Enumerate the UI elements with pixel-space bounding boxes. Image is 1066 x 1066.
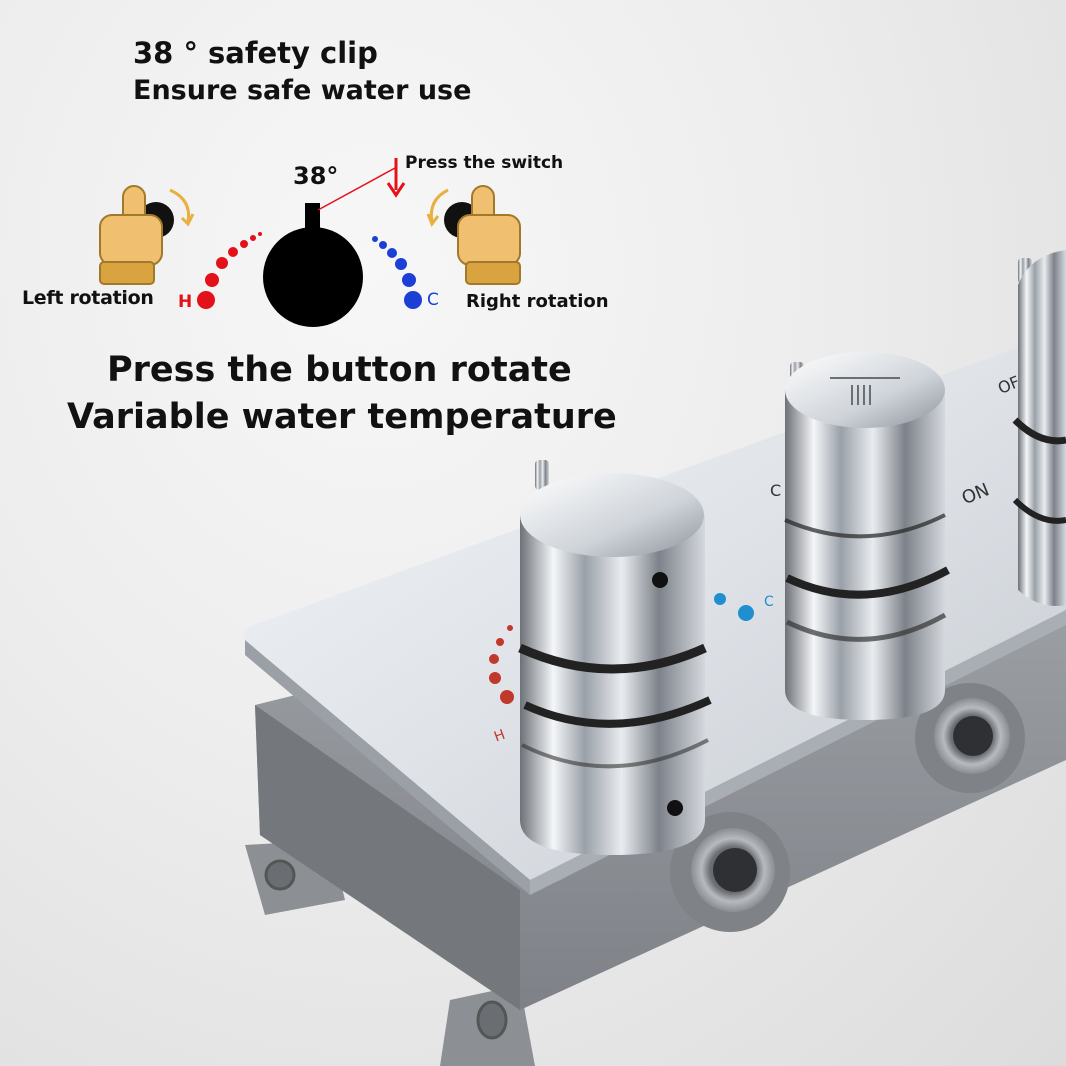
- angle-label: 38°: [293, 162, 339, 190]
- subline: Ensure safe water use: [133, 75, 472, 106]
- press-switch-label: Press the switch: [405, 153, 564, 173]
- plate-cold-letter: C: [764, 594, 774, 610]
- tagline-line-2: Variable water temperature: [67, 397, 617, 437]
- knob-diagram-icon: [263, 158, 406, 327]
- thermostat-knob: [518, 460, 712, 855]
- hot-scale-dots: [197, 232, 262, 309]
- hot-letter: H: [178, 292, 193, 312]
- left-hand-icon: [99, 185, 195, 285]
- tagline-line-1: Press the button rotate: [107, 350, 572, 390]
- cold-letter: C: [427, 290, 439, 310]
- left-rotation-label: Left rotation: [22, 287, 154, 309]
- right-hand-icon: [426, 185, 521, 285]
- headline: 38 ° safety clip: [133, 36, 378, 70]
- right-rotation-label: Right rotation: [466, 291, 609, 312]
- third-knob: [1012, 250, 1066, 606]
- diverter-knob: [784, 352, 950, 720]
- svg-text:C: C: [770, 481, 781, 500]
- cold-scale-dots: [372, 236, 422, 309]
- plate-hot-letter: H: [492, 727, 507, 746]
